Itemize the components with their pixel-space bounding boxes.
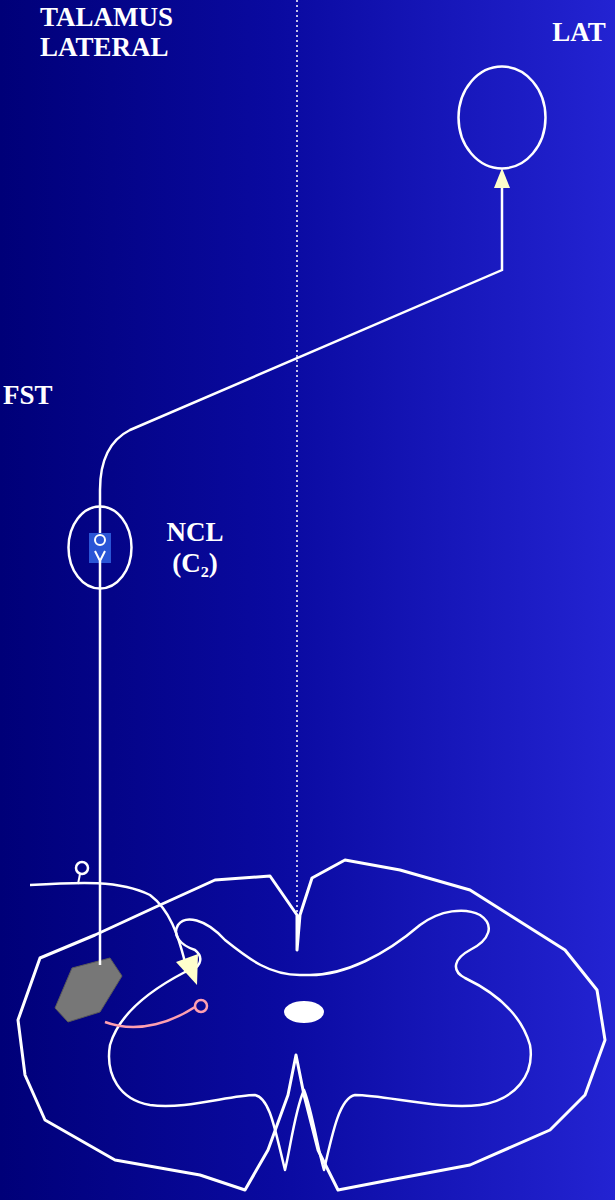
tract-connector <box>100 168 510 505</box>
tract-line <box>100 184 502 505</box>
synapse <box>195 1000 207 1012</box>
spinal-cord-outline <box>18 860 605 1190</box>
region-label: LATERAL <box>40 32 169 63</box>
region-label: TALAMUS <box>40 2 173 33</box>
nucleus-label: NCL (C₂) <box>155 517 235 579</box>
terminal-patch <box>89 533 111 563</box>
nucleus-node: LAT <box>450 15 612 175</box>
ganglion-stem <box>78 874 80 884</box>
ncl-neuron <box>95 535 105 545</box>
nucleus-ellipse <box>69 507 132 589</box>
nucleus-label: LAT <box>548 17 610 48</box>
cell-body <box>55 958 122 1022</box>
fiber-arrowhead <box>176 954 198 985</box>
nucleus-node: NCL (C₂) <box>67 505 237 590</box>
region-label: FST <box>3 380 53 411</box>
nucleus-outline <box>457 65 547 170</box>
nucleus-ellipse <box>459 67 546 169</box>
arrowhead <box>494 168 510 188</box>
nucleus-outline <box>67 505 133 590</box>
dorsal-root-fiber <box>30 883 185 962</box>
ganglion-cell <box>76 862 88 874</box>
gray-matter-outline <box>109 911 531 1170</box>
central-canal <box>284 1001 324 1023</box>
interneuron-axon <box>105 1007 195 1027</box>
terminal-arrow <box>95 551 105 561</box>
midline <box>296 0 298 948</box>
ascending-axon <box>99 590 102 965</box>
axon-terminal-line <box>99 561 102 590</box>
